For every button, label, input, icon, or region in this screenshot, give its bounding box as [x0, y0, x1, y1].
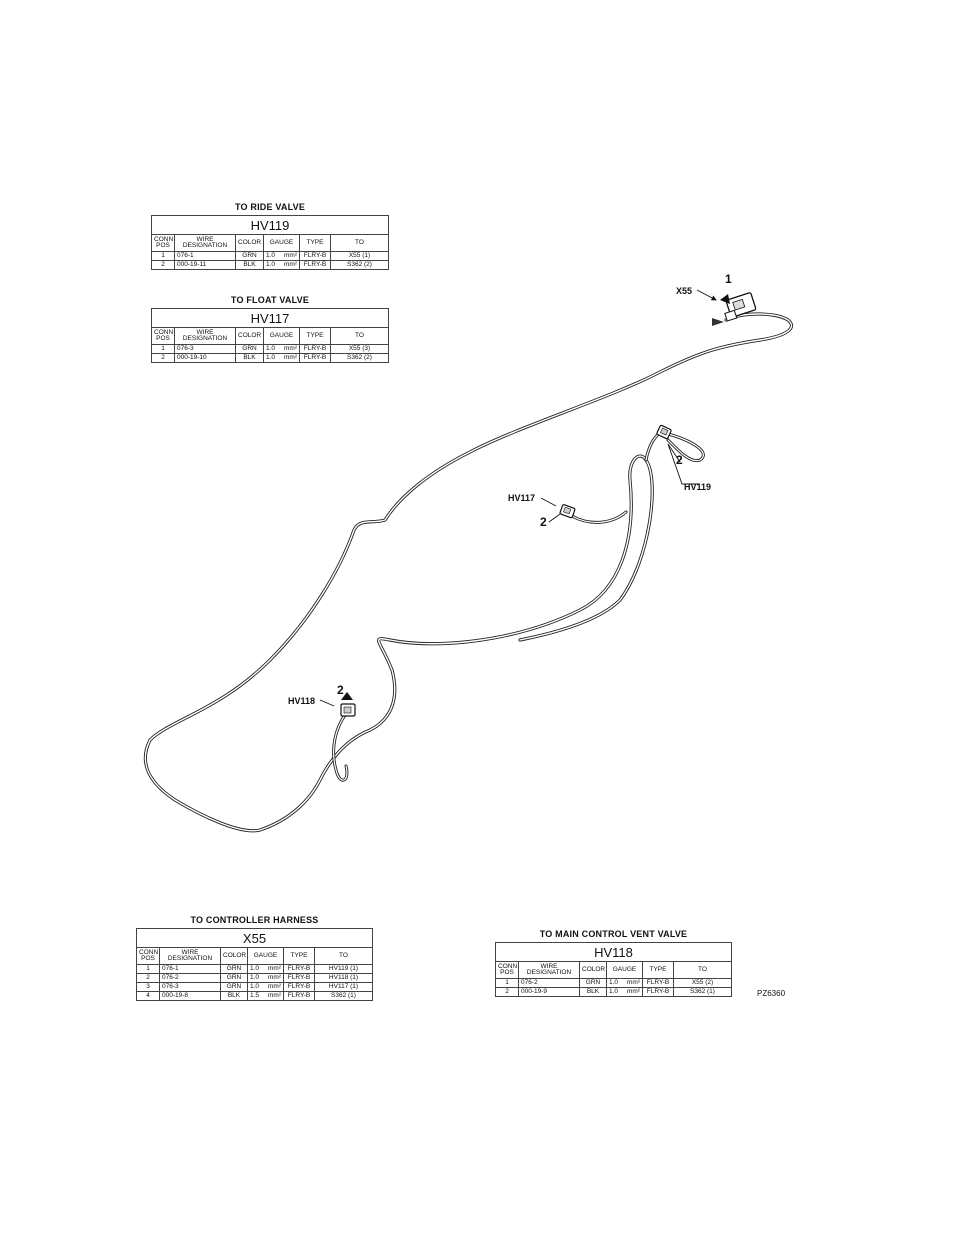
connector-name: HV118	[495, 942, 732, 962]
leader-hv119-num	[667, 443, 681, 463]
table-hv118-block: TO MAIN CONTROL VENT VALVE HV118 CONN PO…	[495, 929, 732, 997]
figure-id: PZ6360	[757, 989, 786, 998]
gauge-unit: mm²	[284, 344, 297, 352]
gauge-value: 1.0	[266, 344, 276, 352]
harness-trunk	[143, 312, 794, 833]
leader-hv118	[319, 699, 335, 707]
callout-hv118-num: 2	[337, 683, 344, 697]
leader-hv117	[540, 497, 557, 507]
callout-x55-num: 1	[725, 272, 732, 286]
gauge-value: 1.0	[266, 251, 276, 259]
gauge-unit: mm²	[268, 991, 281, 999]
gauge-unit: mm²	[627, 978, 640, 986]
gauge-unit: mm²	[284, 260, 297, 268]
callout-hv119-num: 2	[676, 453, 683, 467]
connector-table-hv117: HV117 CONN POS WIRE DESIGNATION COLOR GA…	[151, 308, 389, 363]
gauge-value: 1.0	[266, 353, 276, 361]
callout-x55-label: X55	[676, 286, 692, 296]
branch-hv117	[570, 510, 628, 524]
gauge-value: 1.0	[266, 260, 276, 268]
table-heading: TO RIDE VALVE	[234, 202, 306, 212]
gauge-unit: mm²	[284, 353, 297, 361]
gauge-unit: mm²	[268, 982, 281, 990]
gauge-unit: mm²	[268, 964, 281, 972]
gauge-value: 1.5	[250, 991, 260, 999]
branch-hv118	[332, 713, 349, 782]
connector-table-hv119: HV119 CONN POS WIRE DESIGNATION COLOR GA…	[151, 215, 389, 270]
callout-hv118-label: HV118	[288, 696, 315, 706]
cell-to: S362 (2)	[330, 260, 389, 270]
gauge-unit: mm²	[284, 251, 297, 259]
connector-table-hv118: HV118 CONN POS WIRE DESIGNATION COLOR GA…	[495, 942, 732, 997]
col-wire-designation: WIRE DESIGNATION	[518, 961, 580, 979]
callout-hv117-num: 2	[540, 515, 547, 529]
leader-lines	[319, 289, 717, 707]
gauge-value: 1.0	[250, 982, 260, 990]
leader-x55	[696, 289, 717, 301]
gauge-value: 1.0	[609, 978, 619, 986]
table-heading: TO FLOAT VALVE	[230, 295, 310, 305]
table-heading: TO CONTROLLER HARNESS	[190, 915, 319, 925]
cell-to: S362 (2)	[330, 353, 389, 363]
leader-hv117-num	[548, 513, 561, 523]
cell-to: S362 (1)	[673, 987, 732, 997]
col-conn-pos: CONN POS	[495, 961, 519, 979]
callout-hv117-label: HV117	[508, 493, 535, 503]
col-wire-designation: WIRE DESIGNATION	[174, 234, 236, 252]
gauge-value: 1.0	[609, 987, 619, 995]
gauge-value: 1.0	[250, 964, 260, 972]
connector-hv119-icon	[656, 424, 672, 440]
table-hv119-block: TO RIDE VALVE HV119 CONN POS WIRE DESIGN…	[151, 202, 389, 270]
table-x55-block: TO CONTROLLER HARNESS X55 CONN POS WIRE …	[136, 915, 373, 1001]
connector-x55-icon	[712, 292, 757, 326]
gauge-unit: mm²	[627, 987, 640, 995]
table-heading: TO MAIN CONTROL VENT VALVE	[539, 929, 688, 939]
connector-table-x55: X55 CONN POS WIRE DESIGNATION COLOR GAUG…	[136, 928, 373, 1001]
branch-hv119	[644, 431, 705, 463]
callout-hv119-label: HV119	[684, 482, 711, 492]
x55-triangle-icon	[720, 294, 730, 304]
gauge-value: 1.0	[250, 973, 260, 981]
cell-to: S362 (1)	[314, 991, 373, 1001]
gauge-unit: mm²	[268, 973, 281, 981]
leader-hv119	[667, 443, 700, 485]
hv118-triangle-icon	[341, 692, 353, 700]
table-hv117-block: TO FLOAT VALVE HV117 CONN POS WIRE DESIG…	[151, 295, 389, 363]
connector-hv117-icon	[559, 504, 576, 519]
connector-hv118-icon	[340, 703, 356, 717]
